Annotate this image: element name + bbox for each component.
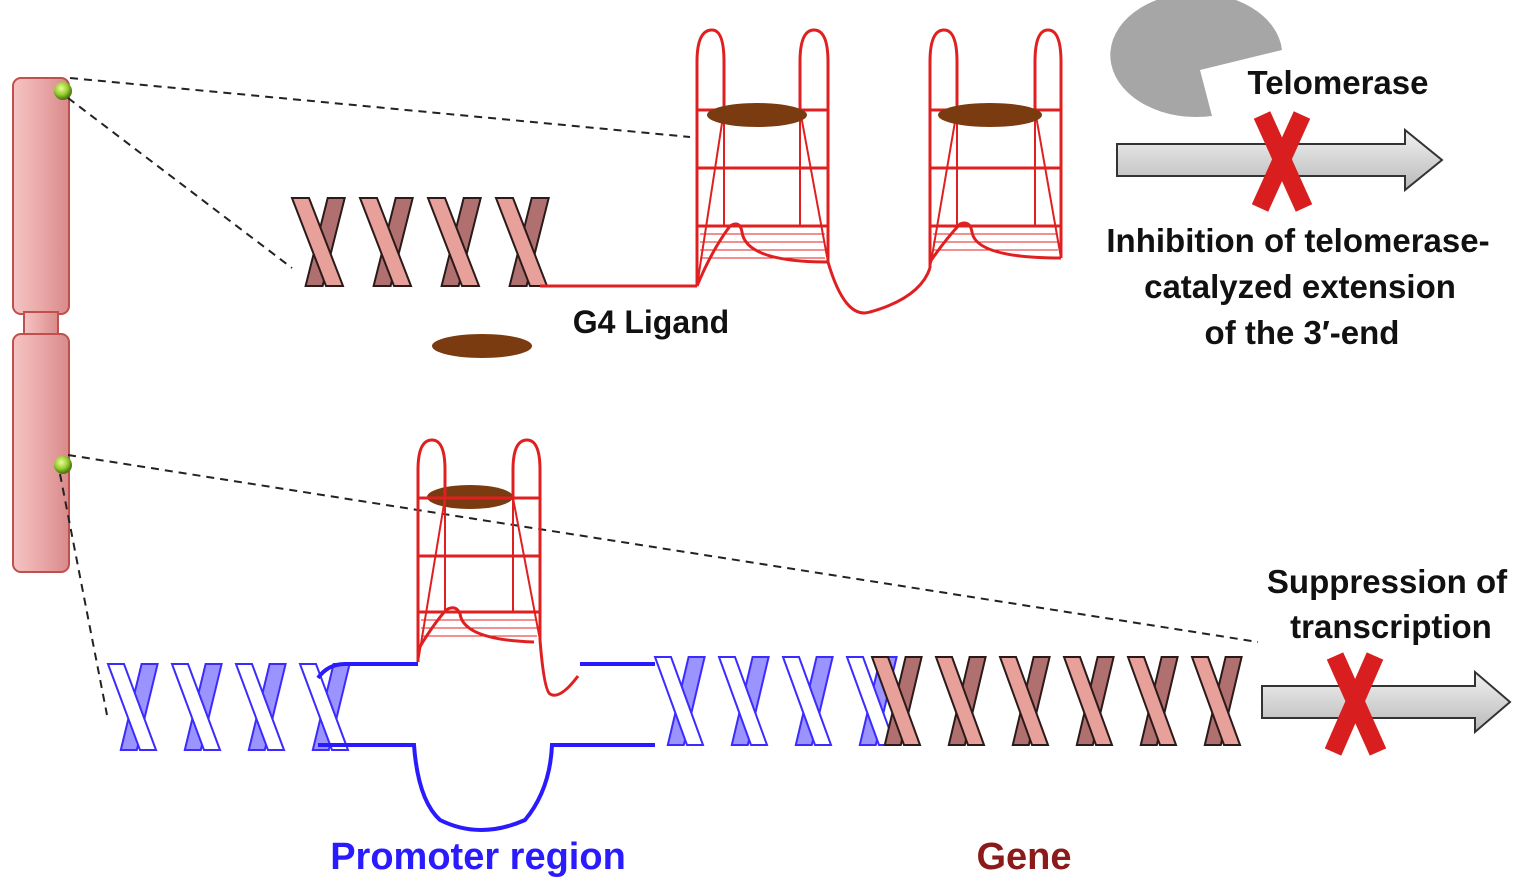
dna-front-strand xyxy=(234,663,286,751)
dna-front-strand xyxy=(1190,656,1242,746)
dna-front-strand xyxy=(717,656,769,746)
ligand-label: G4 Ligand xyxy=(573,304,729,340)
g-quadruplex-icon xyxy=(928,28,1063,269)
promoter-bubble xyxy=(316,662,655,832)
x-mark-icon xyxy=(1251,111,1313,212)
arrow-icon xyxy=(1261,669,1512,735)
dna-front-strand xyxy=(170,663,222,751)
inhibition-label-line-3: of the 3′-end xyxy=(1205,314,1400,351)
dna-front-strand xyxy=(298,663,350,751)
inhibition-label-line-2: catalyzed extension xyxy=(1144,268,1456,305)
dna-front-strand xyxy=(934,656,986,746)
g-quadruplex-icon xyxy=(695,28,830,287)
g4-loop xyxy=(826,261,932,315)
g-quadruplex-icon xyxy=(416,438,580,697)
telomerase-icon xyxy=(1110,0,1282,118)
suppression-label-line-2: transcription xyxy=(1290,608,1492,645)
dna-front-strand xyxy=(781,656,833,746)
promoter-bead-icon xyxy=(54,456,72,474)
suppression-label-line-1: Suppression of xyxy=(1267,563,1508,600)
dna-front-strand xyxy=(870,656,922,746)
ligand-icon xyxy=(938,103,1042,127)
dna-front-strand xyxy=(1126,656,1178,746)
gene-label: Gene xyxy=(976,836,1071,878)
inhibition-label-line-1: Inhibition of telomerase- xyxy=(1106,222,1489,259)
dna-front-strand xyxy=(358,197,413,287)
dna-helix-icon xyxy=(870,656,1243,746)
dna-front-strand xyxy=(290,197,345,287)
x-mark-icon xyxy=(1324,652,1387,756)
telomerase-label: Telomerase xyxy=(1248,64,1429,101)
chromosome-icon xyxy=(12,77,72,573)
dna-front-strand xyxy=(426,197,481,287)
dna-front-strand xyxy=(653,656,705,746)
telomere-bead-icon xyxy=(54,82,72,100)
ligand-icon xyxy=(707,103,807,127)
dna-helix-icon xyxy=(290,197,550,287)
dna-front-strand xyxy=(1062,656,1114,746)
dna-front-strand xyxy=(106,663,158,751)
dna-helix-icon xyxy=(106,663,351,751)
dna-front-strand xyxy=(998,656,1050,746)
ligand-icon xyxy=(432,334,532,358)
dna-helix-icon xyxy=(653,656,898,746)
promoter-label: Promoter region xyxy=(330,836,626,878)
zoom-lines xyxy=(59,77,1259,716)
